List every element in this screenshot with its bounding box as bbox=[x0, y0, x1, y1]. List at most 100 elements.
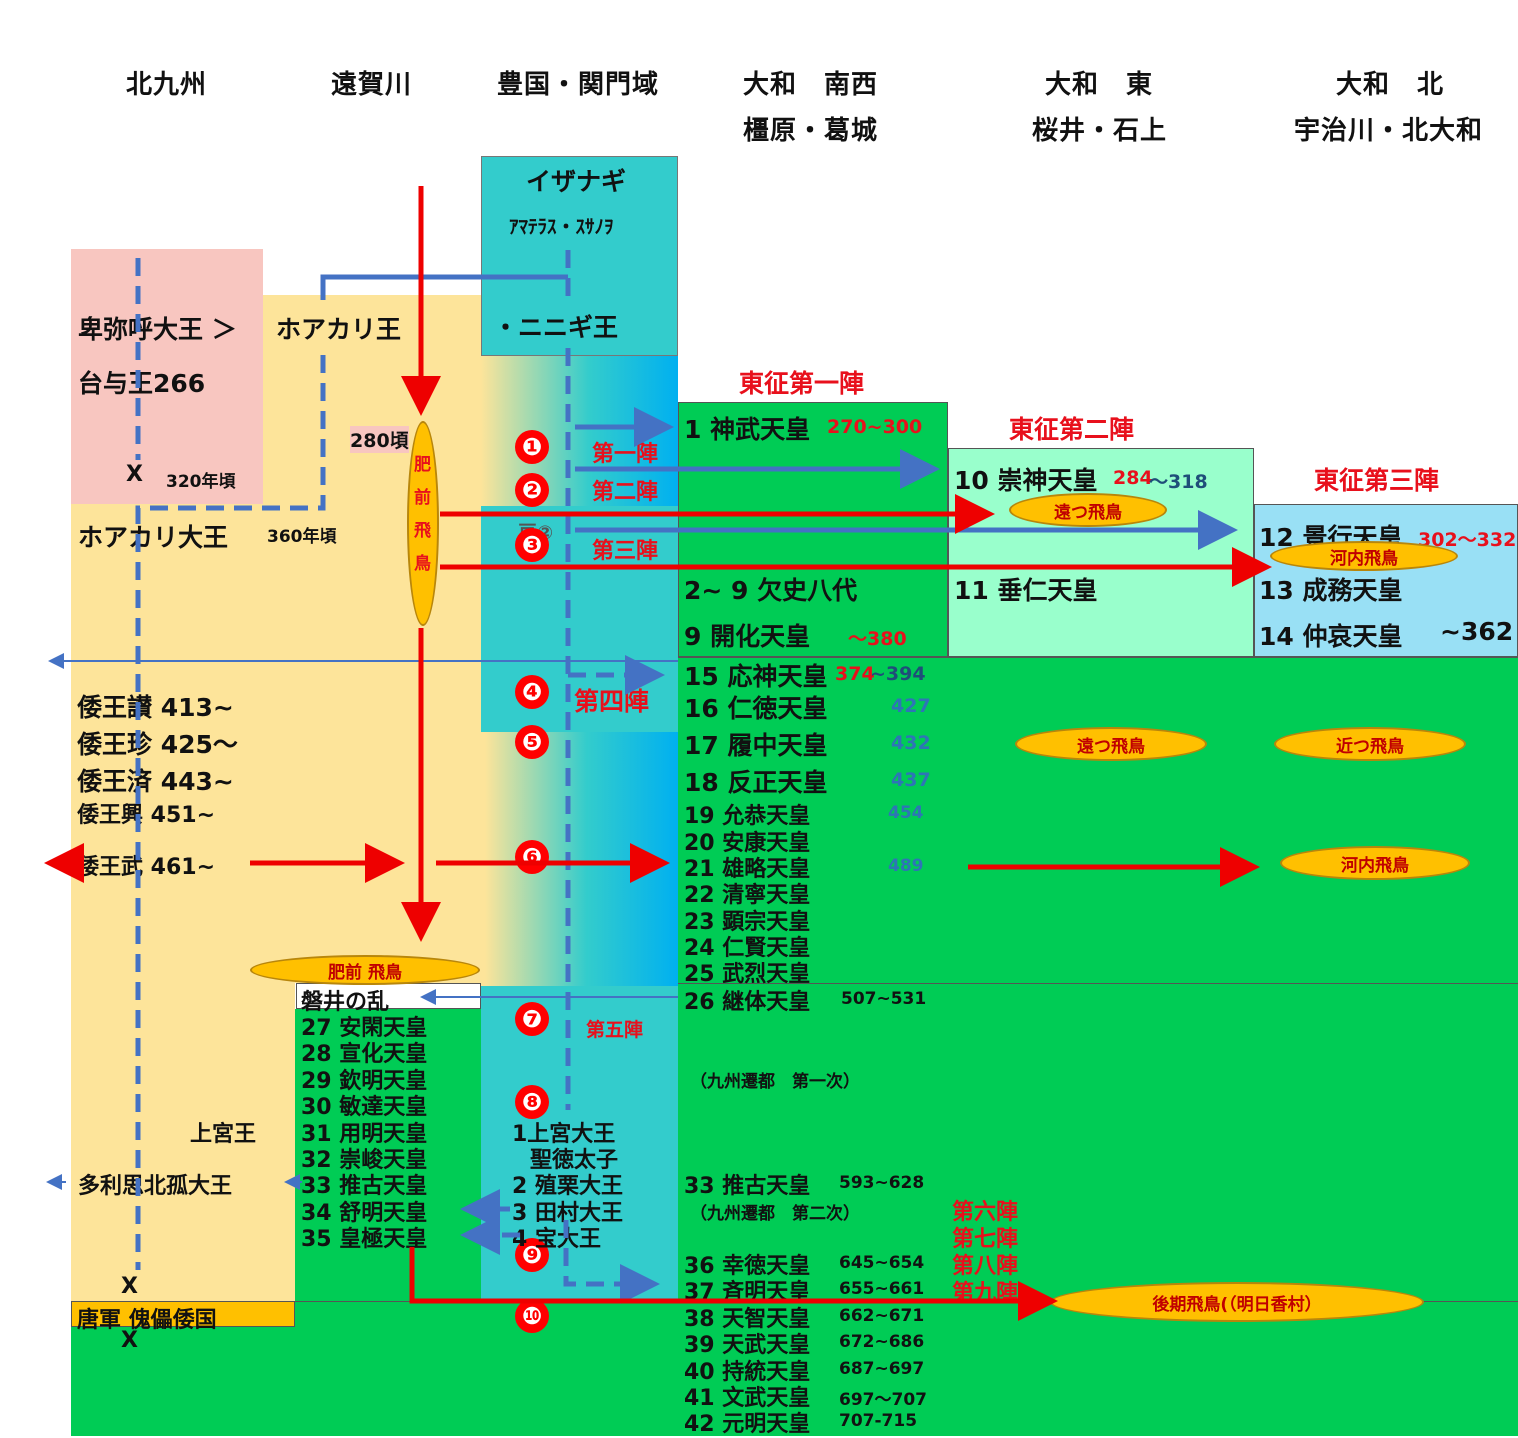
emperor-9: 9 開化天皇 bbox=[684, 622, 811, 651]
emperor-14: 14 仲哀天皇 bbox=[1259, 622, 1403, 651]
jin-5-label: 第五陣 bbox=[586, 1019, 644, 1041]
izanagi-label: イザナギ bbox=[526, 167, 627, 196]
kawachi-asuka-label-2: 河内飛鳥 bbox=[1341, 855, 1409, 876]
late-emperor-40: 40 持統天皇 bbox=[684, 1360, 811, 1385]
emperor-15-years-a: 374 bbox=[835, 663, 875, 685]
circle-number-5: ❺ bbox=[515, 725, 549, 759]
emperor-23: 23 顕宗天皇 bbox=[684, 910, 811, 935]
campaign-2-title: 東征第二陣 bbox=[1009, 415, 1135, 444]
late-emperor-41: 41 文武天皇 bbox=[684, 1386, 811, 1411]
kyushu-emperor-30: 30 敏達天皇 bbox=[301, 1095, 428, 1120]
hizen-asuka-ellipse: 肥前 飛鳥 bbox=[250, 955, 480, 985]
late-emperor-39: 39 天武天皇 bbox=[684, 1333, 811, 1358]
year-360-label: 360年頃 bbox=[267, 527, 337, 547]
year-280-label: 280頃 bbox=[350, 426, 409, 453]
header-yamato-e-1: 大和 東 bbox=[1045, 70, 1154, 100]
himiko-label: 卑弥呼大王 ＞ bbox=[78, 315, 237, 344]
wa-king-kou: 倭王興 451~ bbox=[77, 803, 216, 828]
emperor-26: 26 継体天皇 bbox=[684, 990, 811, 1015]
wa-king-sei: 倭王済 443~ bbox=[77, 767, 234, 796]
yamato-e-early-region bbox=[948, 448, 1254, 657]
late-emperor-39-years: 672~686 bbox=[839, 1332, 925, 1352]
emperor-13: 13 成務天皇 bbox=[1259, 576, 1403, 605]
emperor-17: 17 履中天皇 bbox=[684, 731, 828, 760]
emperor-17-year: 432 bbox=[891, 732, 931, 754]
campaign-3-title: 東征第三陣 bbox=[1314, 466, 1440, 495]
toyokuni-top-region bbox=[481, 156, 678, 356]
jin-3-label: 第三陣 bbox=[592, 539, 659, 564]
emperor-26-years: 507~531 bbox=[841, 989, 927, 1009]
yamato-mid-region bbox=[678, 657, 1518, 983]
emperor-1: 1 神武天皇 bbox=[684, 415, 811, 444]
chikatsu-asuka-ellipse: 近つ飛鳥 bbox=[1274, 727, 1466, 761]
iwai-rebellion-label: 磐井の乱 bbox=[301, 990, 390, 1015]
kyushu-emperor-31: 31 用明天皇 bbox=[301, 1122, 428, 1147]
x-mark-2: X bbox=[121, 1274, 138, 1299]
header-ongagawa: 遠賀川 bbox=[331, 70, 413, 100]
bottom-green-region bbox=[71, 1301, 1518, 1436]
hizen-char-2: 前 bbox=[414, 488, 431, 508]
late-emperor-38: 38 天智天皇 bbox=[684, 1307, 811, 1332]
circle-number-2: ❷ bbox=[515, 473, 549, 507]
late-emperor-36: 36 幸徳天皇 bbox=[684, 1254, 811, 1279]
header-kitakyushu: 北九州 bbox=[126, 70, 208, 100]
emperor-10: 10 崇神天皇 bbox=[954, 466, 1098, 495]
emperor-10-years-b: ～318 bbox=[1149, 471, 1208, 493]
kyushu-emperor-34: 34 舒明天皇 bbox=[301, 1201, 428, 1226]
emperor-18-year: 437 bbox=[891, 769, 931, 791]
hizen-asuka-vertical-ellipse bbox=[407, 421, 439, 626]
wa-king-chin: 倭王珍 425～ bbox=[77, 730, 238, 759]
late-emperor-38-years: 662~671 bbox=[839, 1306, 925, 1326]
late-emperor-37-years: 655~661 bbox=[839, 1279, 925, 1299]
hoakari-ou-label: ホアカリ王 bbox=[276, 315, 402, 344]
emperor-25: 25 武烈天皇 bbox=[684, 962, 811, 987]
circle-number-8: ❽ bbox=[515, 1085, 549, 1119]
yamato-late-region bbox=[678, 983, 1518, 1301]
hizen-asuka-label: 肥前 飛鳥 bbox=[328, 962, 402, 983]
jin10-red-arrow bbox=[409, 1247, 1058, 1321]
late-emperor-33-years: 593~628 bbox=[839, 1173, 925, 1193]
circle-number-4: ❹ bbox=[515, 675, 549, 709]
kitakyushu-yellow-region bbox=[71, 504, 295, 1301]
late-emperor-40-years: 687~697 bbox=[839, 1359, 925, 1379]
jogu-ou-label: 上宮王 bbox=[190, 1122, 257, 1147]
emperor-1-years: 270~300 bbox=[827, 416, 923, 438]
amaterasu-label: ｱﾏﾃﾗｽ・ｽｻﾉｦ bbox=[509, 216, 614, 238]
circle-number-9: ❾ bbox=[515, 1238, 549, 1272]
hizen-char-4: 鳥 bbox=[414, 554, 431, 574]
late-emperor-41-years: 697～707 bbox=[839, 1390, 927, 1410]
late-emperor-33: 33 推古天皇 bbox=[684, 1174, 811, 1199]
kawachi-asuka-ellipse-1: 河内飛鳥 bbox=[1270, 541, 1458, 571]
toots-asuka-ellipse-2: 遠つ飛鳥 bbox=[1015, 727, 1207, 761]
kyushu-emperor-29: 29 欽明天皇 bbox=[301, 1069, 428, 1094]
toyokuni-bottom-region bbox=[481, 986, 678, 1301]
kitakyushu-pink-region bbox=[71, 249, 263, 504]
emperor-12-years: 302～332 bbox=[1418, 529, 1517, 551]
header-yamato-e-2: 桜井・石上 bbox=[1032, 116, 1168, 146]
takara-dashed-branch bbox=[563, 1220, 660, 1304]
togun-label: 唐軍 傀儡倭国 bbox=[77, 1308, 217, 1333]
ninigi-label: ・ニニギ王 bbox=[493, 313, 619, 342]
late-emperor-42: 42 元明天皇 bbox=[684, 1412, 811, 1437]
kawachi-asuka-label-1: 河内飛鳥 bbox=[1330, 548, 1398, 569]
emperor-22: 22 清寧天皇 bbox=[684, 883, 811, 908]
emperor-2-9: 2~ 9 欠史八代 bbox=[684, 576, 858, 605]
takara-label: 4 宝大王 bbox=[512, 1227, 601, 1252]
emperor-15: 15 応神天皇 bbox=[684, 662, 828, 691]
emperor-19: 19 允恭天皇 bbox=[684, 804, 811, 829]
late-emperor-42-years: 707-715 bbox=[839, 1411, 918, 1431]
koki-asuka-label: 後期飛鳥(（明日香村） bbox=[1152, 1294, 1322, 1315]
emperor-16-year: 427 bbox=[891, 695, 931, 717]
shotoku-label: 聖徳太子 bbox=[530, 1148, 619, 1173]
ninigi-to-hoakari-line bbox=[320, 274, 568, 300]
jin-8-label: 第八陣 bbox=[952, 1254, 1019, 1279]
toots-asuka-label-1: 遠つ飛鳥 bbox=[1054, 502, 1122, 523]
emperor-14-years: ~362 bbox=[1440, 617, 1514, 646]
emperor-10-years-a: 284 bbox=[1113, 467, 1153, 489]
toyo-label: 台与王266 bbox=[78, 369, 206, 398]
header-yamato-sw-2: 橿原・葛城 bbox=[743, 116, 879, 146]
togun-box bbox=[71, 1301, 295, 1327]
kyushu-emperor-32: 32 崇峻天皇 bbox=[301, 1148, 428, 1173]
emperor-21: 21 雄略天皇 bbox=[684, 857, 811, 882]
kyushu-emperor-35: 35 皇極天皇 bbox=[301, 1227, 428, 1252]
